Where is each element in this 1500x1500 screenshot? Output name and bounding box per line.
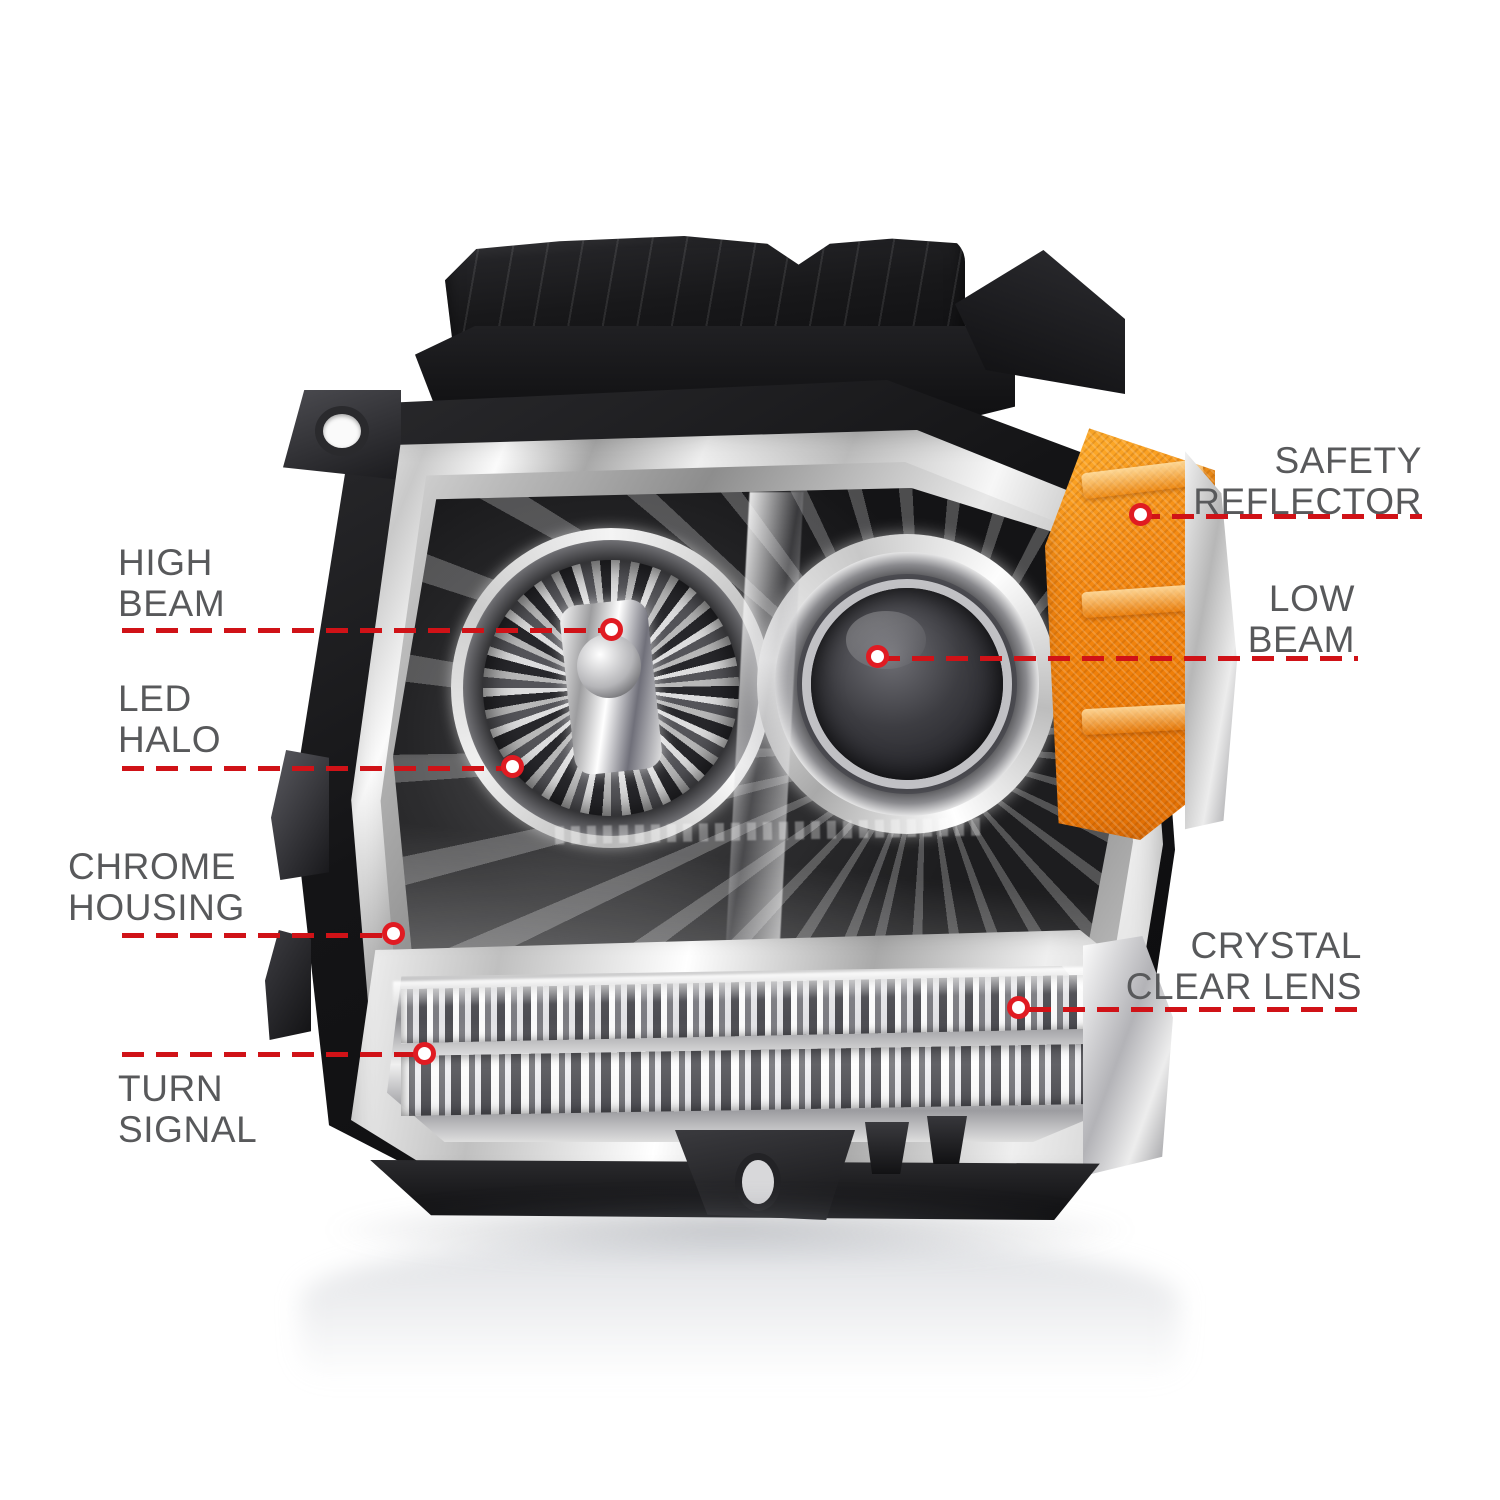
callout-dot-led-halo[interactable] [501, 755, 524, 778]
high-beam-bulb-cap [577, 634, 641, 698]
callout-label-high-beam: HIGH BEAM [118, 542, 226, 624]
leader-line-led-halo [122, 766, 520, 771]
callout-dot-low-beam[interactable] [866, 645, 889, 668]
low-beam-projector-lens [811, 588, 1003, 780]
callout-dot-high-beam[interactable] [600, 618, 623, 641]
led-strip-lower [401, 1043, 1091, 1117]
mounting-tab-lower [265, 930, 311, 1040]
callout-label-chrome-housing: CHROME HOUSING [68, 846, 245, 928]
callout-label-turn-signal: TURN SIGNAL [118, 1068, 258, 1150]
leader-line-low-beam [878, 656, 1358, 661]
callout-label-led-halo: LED HALO [118, 678, 222, 760]
callout-label-low-beam: LOW BEAM [1247, 578, 1355, 660]
floor-reflection [300, 1235, 1180, 1425]
headlight-assembly-image [255, 230, 1237, 1230]
leader-line-high-beam [122, 628, 612, 633]
callout-dot-crystal-clear-lens[interactable] [1007, 996, 1030, 1019]
callout-label-safety-reflector: SAFETY REFLECTOR [1193, 440, 1422, 522]
callout-dot-chrome-housing[interactable] [382, 922, 405, 945]
callout-dot-turn-signal[interactable] [413, 1042, 436, 1065]
callout-label-crystal-clear-lens: CRYSTAL CLEAR LENS [1125, 925, 1362, 1007]
mounting-clip [927, 1116, 967, 1164]
leader-line-chrome-housing [122, 933, 402, 938]
leader-line-turn-signal [122, 1052, 434, 1057]
leader-line-crystal-clear-lens [1029, 1007, 1362, 1012]
callout-dot-safety-reflector[interactable] [1129, 503, 1152, 526]
bolt-hole [323, 414, 361, 448]
leader-line-safety-reflector [1138, 514, 1422, 519]
mounting-foot-hole [742, 1160, 774, 1204]
